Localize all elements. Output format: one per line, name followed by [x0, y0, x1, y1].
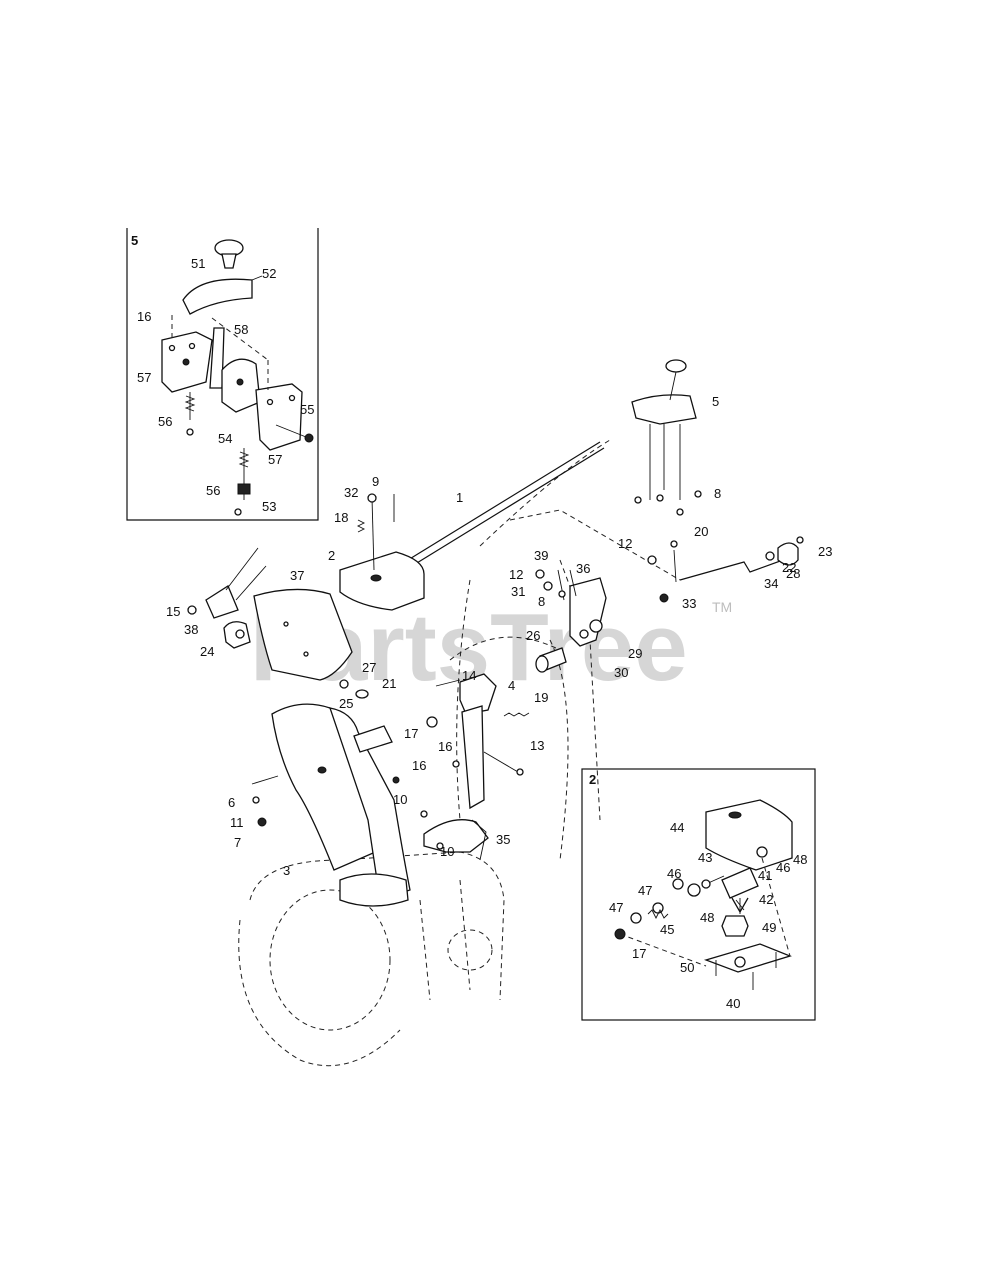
- inset-shift-lever-assembly: 5 51 52: [126, 228, 319, 521]
- callout-39: 39: [534, 548, 548, 563]
- callout-19: 19: [534, 690, 548, 705]
- callout-7: 7: [234, 835, 241, 850]
- inset-label-2: 2: [589, 772, 596, 787]
- callout-46b: 46: [667, 866, 681, 881]
- inset-label: 5: [131, 233, 138, 248]
- main-assembly: 1 2 3 4 5 6 7 8 8 9 10 10 11 12 12 13 14…: [166, 359, 832, 1067]
- callout-55: 55: [300, 402, 314, 417]
- callout-47b: 47: [609, 900, 623, 915]
- callout-24: 24: [200, 644, 214, 659]
- callout-25: 25: [339, 696, 353, 711]
- callout-4: 4: [508, 678, 515, 693]
- callout-45: 45: [660, 922, 674, 937]
- callout-3: 3: [283, 863, 290, 878]
- callout-31: 31: [511, 584, 525, 599]
- callout-8: 8: [538, 594, 545, 609]
- callout-17: 17: [404, 726, 418, 741]
- callout-27: 27: [362, 660, 376, 675]
- callout-58: 58: [234, 322, 248, 337]
- inset-chute-control-assembly: 2 44 48 43 41 46 42: [581, 768, 816, 1021]
- callout-57b: 57: [268, 452, 282, 467]
- callout-36: 36: [576, 561, 590, 576]
- callout-5: 5: [712, 394, 719, 409]
- callout-22: 22: [782, 560, 796, 575]
- callout-9: 9: [372, 474, 379, 489]
- callout-33: 33: [682, 596, 696, 611]
- callout-38: 38: [184, 622, 198, 637]
- callout-30: 30: [614, 665, 628, 680]
- callout-29: 29: [628, 646, 642, 661]
- callout-47: 47: [638, 883, 652, 898]
- callout-26: 26: [526, 628, 540, 643]
- callout-37: 37: [290, 568, 304, 583]
- callout-16: 16: [137, 309, 151, 324]
- callout-10: 10: [393, 792, 407, 807]
- callout-34: 34: [764, 576, 778, 591]
- callout-41: 41: [758, 868, 772, 883]
- callout-15: 15: [166, 604, 180, 619]
- callout-17: 17: [632, 946, 646, 961]
- callout-32: 32: [344, 485, 358, 500]
- callout-16b: 16: [412, 758, 426, 773]
- callout-28: 28: [786, 566, 800, 581]
- callout-48: 48: [793, 852, 807, 867]
- callout-42: 42: [759, 892, 773, 907]
- callout-13: 13: [530, 738, 544, 753]
- callout-16: 16: [438, 739, 452, 754]
- callout-46: 46: [776, 860, 790, 875]
- callout-43: 43: [698, 850, 712, 865]
- callout-35: 35: [496, 832, 510, 847]
- callout-2: 2: [328, 548, 335, 563]
- callout-20: 20: [694, 524, 708, 539]
- callout-40: 40: [726, 996, 740, 1011]
- callout-6: 6: [228, 795, 235, 810]
- callout-56b: 56: [206, 483, 220, 498]
- callout-14: 14: [462, 668, 476, 683]
- callout-1: 1: [456, 490, 463, 505]
- callout-8b: 8: [714, 486, 721, 501]
- callout-49: 49: [762, 920, 776, 935]
- callout-44: 44: [670, 820, 684, 835]
- trademark-mark: TM: [712, 599, 732, 615]
- callout-52: 52: [262, 266, 276, 281]
- callout-12: 12: [618, 536, 632, 551]
- callout-53: 53: [262, 499, 276, 514]
- callout-21: 21: [382, 676, 396, 691]
- callout-56: 56: [158, 414, 172, 429]
- callout-11: 11: [230, 815, 244, 830]
- callout-54: 54: [218, 431, 232, 446]
- callout-48b: 48: [700, 910, 714, 925]
- callout-12b: 12: [509, 567, 523, 582]
- callout-18: 18: [334, 510, 348, 525]
- callout-57: 57: [137, 370, 151, 385]
- callout-51: 51: [191, 256, 205, 271]
- callout-10b: 10: [440, 844, 454, 859]
- callout-50: 50: [680, 960, 694, 975]
- callout-23: 23: [818, 544, 832, 559]
